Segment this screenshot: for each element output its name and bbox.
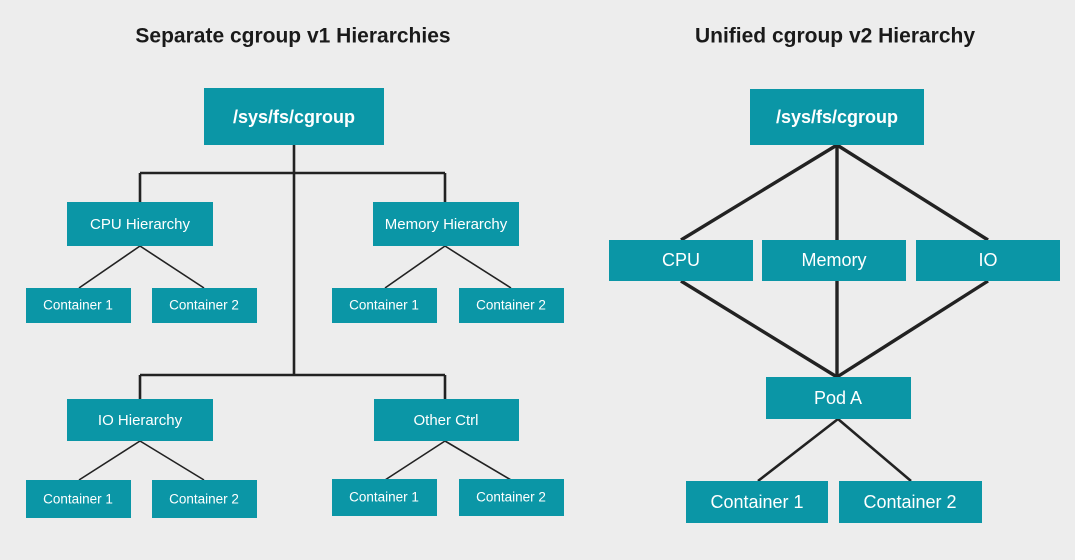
edge-v2-root-io	[836, 143, 989, 242]
node-v1-memory-container-1-box[interactable]	[332, 288, 437, 323]
v2-edges	[680, 143, 989, 483]
node-v1-io-container-2[interactable]: Container 2	[152, 480, 257, 518]
node-v1-memory-container-1-label: Container 1	[349, 298, 419, 313]
panel-title-v1: Separate cgroup v1 Hierarchies	[135, 25, 450, 48]
edge-v2-pod-c1	[757, 417, 839, 483]
edge-v1-other-c2	[444, 440, 512, 481]
node-v1-other-container-2[interactable]: Container 2	[459, 479, 564, 516]
edge-v2-root-cpu	[680, 143, 838, 242]
node-v2-io-label: IO	[978, 250, 997, 270]
node-v1-root-label: /sys/fs/cgroup	[233, 107, 355, 127]
edge-v1-other-c1	[384, 440, 446, 481]
panel-title-v2: Unified cgroup v2 Hierarchy	[695, 25, 975, 48]
node-v1-memory-container-2[interactable]: Container 2	[459, 288, 564, 323]
node-v1-io[interactable]: IO Hierarchy	[67, 399, 213, 441]
node-v2-root-box[interactable]	[750, 89, 924, 145]
edge-v1-io-c1	[78, 440, 141, 481]
node-v1-memory-container-2-label: Container 2	[476, 298, 546, 313]
node-v1-root[interactable]: /sys/fs/cgroup	[204, 88, 384, 145]
node-v1-cpu-label: CPU Hierarchy	[90, 216, 191, 233]
node-v1-io-container-1-box[interactable]	[26, 480, 131, 518]
edge-v2-io-pod	[836, 279, 989, 379]
node-v1-other-container-2-box[interactable]	[459, 479, 564, 516]
node-v2-cpu[interactable]: CPU	[609, 240, 753, 281]
node-v2-io-box[interactable]	[916, 240, 1060, 281]
node-v1-cpu-container-1-label: Container 1	[43, 298, 113, 313]
node-v1-memory-container-1[interactable]: Container 1	[332, 288, 437, 323]
node-v2-root-label: /sys/fs/cgroup	[776, 107, 898, 127]
node-v1-cpu-box[interactable]	[67, 202, 213, 246]
edge-v1-mem-c1	[384, 245, 446, 289]
node-v1-cpu-container-2-box[interactable]	[152, 288, 257, 323]
edge-v2-pod-c2	[837, 418, 912, 482]
node-v1-other-container-1-box[interactable]	[332, 479, 437, 516]
node-v2-io[interactable]: IO	[916, 240, 1060, 281]
node-v1-other-container-1-label: Container 1	[349, 490, 419, 505]
node-v2-memory[interactable]: Memory	[762, 240, 906, 281]
node-v1-memory-box[interactable]	[373, 202, 519, 246]
node-v2-container-1[interactable]: Container 1	[686, 481, 828, 523]
node-v2-container-1-label: Container 1	[710, 492, 803, 512]
node-v2-pod-label: Pod A	[814, 388, 862, 408]
node-v1-cpu-container-2[interactable]: Container 2	[152, 288, 257, 323]
node-v1-cpu-container-2-label: Container 2	[169, 298, 239, 313]
node-v1-other[interactable]: Other Ctrl	[374, 399, 519, 441]
node-v1-memory[interactable]: Memory Hierarchy	[373, 202, 519, 246]
edge-v1-cpu-c1	[78, 245, 141, 289]
node-v1-memory-label: Memory Hierarchy	[385, 216, 508, 233]
node-v1-other-box[interactable]	[374, 399, 519, 441]
node-v1-cpu-container-1[interactable]: Container 1	[26, 288, 131, 323]
node-v1-root-box[interactable]	[204, 88, 384, 145]
node-v1-io-container-2-box[interactable]	[152, 480, 257, 518]
node-v2-cpu-label: CPU	[662, 250, 700, 270]
node-v2-pod[interactable]: Pod A	[766, 377, 911, 419]
v1-edges	[78, 145, 512, 481]
edge-v1-cpu-c2	[139, 245, 205, 289]
node-v2-container-2-label: Container 2	[863, 492, 956, 512]
node-v1-cpu-container-1-box[interactable]	[26, 288, 131, 323]
node-v1-io-label: IO Hierarchy	[98, 412, 183, 429]
node-v1-other-label: Other Ctrl	[413, 412, 478, 429]
node-v1-io-container-1-label: Container 1	[43, 492, 113, 507]
node-v2-container-1-box[interactable]	[686, 481, 828, 523]
edge-v1-mem-c2	[444, 245, 512, 289]
node-v2-memory-box[interactable]	[762, 240, 906, 281]
edge-v1-io-c2	[139, 440, 205, 481]
edge-v2-cpu-pod	[680, 279, 838, 379]
node-v1-io-container-2-label: Container 2	[169, 492, 239, 507]
node-v1-io-box[interactable]	[67, 399, 213, 441]
node-v2-cpu-box[interactable]	[609, 240, 753, 281]
node-v2-root[interactable]: /sys/fs/cgroup	[750, 89, 924, 145]
node-v1-cpu[interactable]: CPU Hierarchy	[67, 202, 213, 246]
node-v1-other-container-1[interactable]: Container 1	[332, 479, 437, 516]
node-v2-container-2-box[interactable]	[839, 481, 982, 523]
node-v2-container-2[interactable]: Container 2	[839, 481, 982, 523]
node-v1-memory-container-2-box[interactable]	[459, 288, 564, 323]
node-v1-io-container-1[interactable]: Container 1	[26, 480, 131, 518]
node-v2-memory-label: Memory	[801, 250, 866, 270]
node-v1-other-container-2-label: Container 2	[476, 490, 546, 505]
node-v2-pod-box[interactable]	[766, 377, 911, 419]
